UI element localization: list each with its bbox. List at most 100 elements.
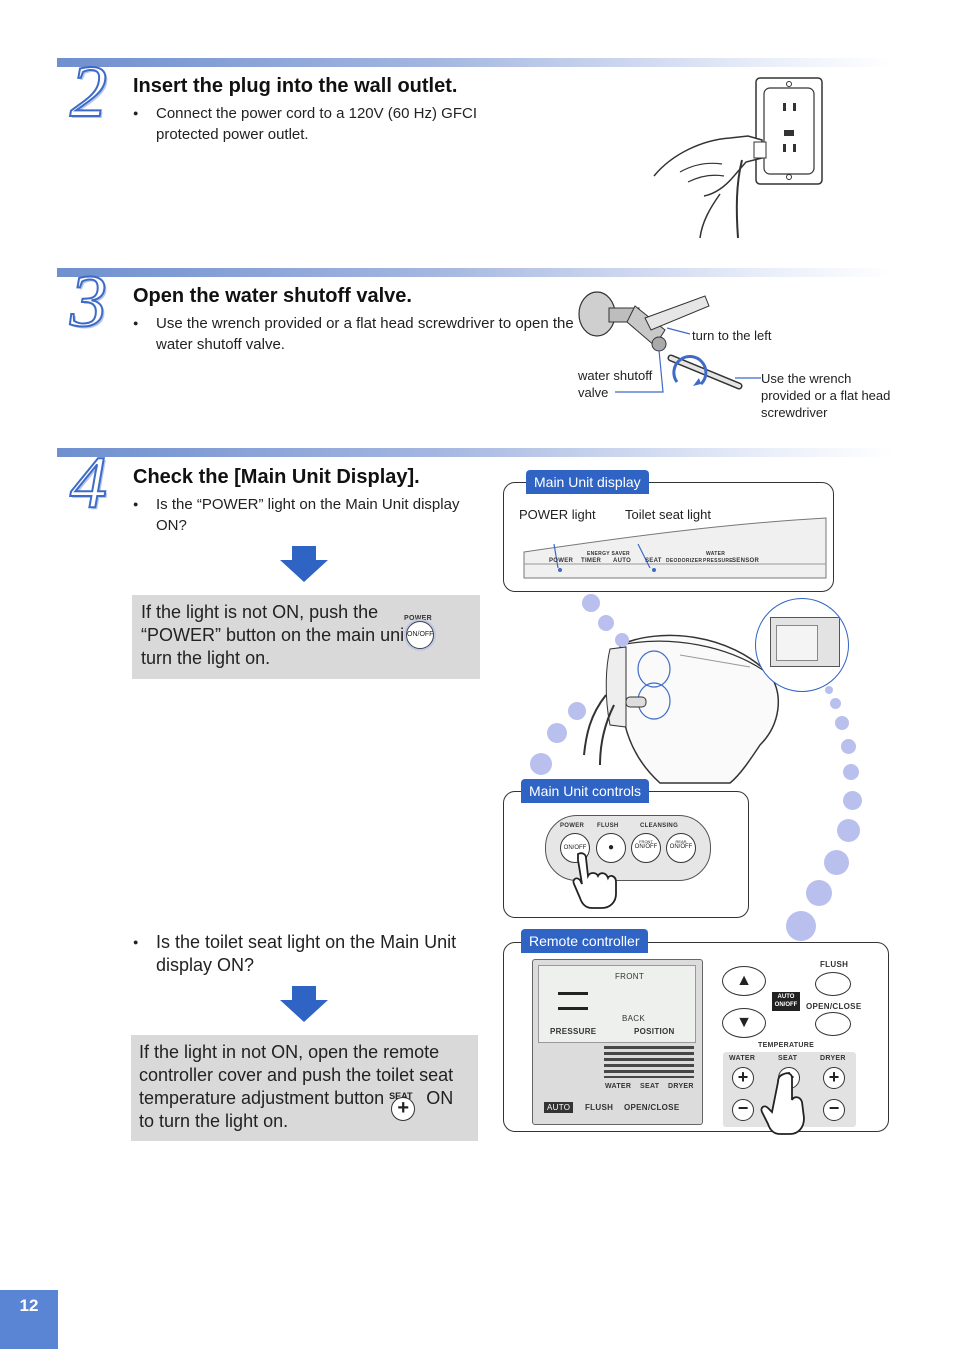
- display-label-power: POWER: [549, 558, 574, 564]
- label-turn-left: turn to the left: [692, 328, 772, 343]
- label-toilet-seat-light: Toilet seat light: [625, 507, 711, 522]
- step2-heading: Insert the plug into the wall outlet.: [133, 75, 458, 97]
- flush-button[interactable]: ●: [596, 833, 626, 863]
- temp-label-dryer: DRYER: [820, 1055, 846, 1062]
- note-seat-text-end: ON to turn the light on.: [139, 1088, 454, 1131]
- front-button-sublabel: FRONT: [639, 839, 653, 844]
- auto-onoff-button[interactable]: AUTO ON/OFF: [772, 992, 800, 1011]
- display-label-pressure: PRESSURE: [703, 558, 733, 564]
- bubble-9: [835, 716, 849, 730]
- temperature-bars: [604, 1046, 694, 1078]
- remote-label-flush: FLUSH: [585, 1103, 614, 1112]
- plus-icon: +: [391, 1097, 416, 1121]
- remote-label-dryer: DRYER: [668, 1083, 694, 1090]
- step4-heading: Check the [Main Unit Display].: [133, 466, 420, 488]
- down-arrow-icon: [280, 546, 328, 582]
- plug-outlet-illustration: [653, 77, 823, 239]
- bubble-10: [841, 739, 856, 754]
- step2-bullet: Connect the power cord to a 120V (60 Hz)…: [133, 103, 536, 145]
- tag-main-unit-controls: Main Unit controls: [521, 779, 650, 803]
- bubble-13: [837, 819, 860, 842]
- label-power-light-suffix: light: [568, 507, 596, 522]
- controls-label-flush: FLUSH: [597, 823, 619, 829]
- bubble-8: [830, 698, 841, 709]
- bubble-4: [568, 702, 586, 720]
- bubble-6: [530, 753, 552, 775]
- bubble-15: [806, 880, 832, 906]
- rear-button-label: ON/OFF: [669, 844, 693, 850]
- step-number-4: 4: [69, 442, 108, 524]
- display-label-energy-saver: ENERGY SAVER: [587, 551, 630, 557]
- controls-label-power: POWER: [560, 823, 585, 829]
- section-divider-step4: [57, 448, 892, 457]
- section-divider-step3: [57, 268, 892, 277]
- dryer-plus-button[interactable]: +: [823, 1067, 845, 1089]
- pointing-hand-icon-2: [760, 1072, 805, 1135]
- pointing-hand-icon: [572, 852, 617, 909]
- remote-label-pressure: PRESSURE: [550, 1027, 597, 1036]
- power-onoff-button-label: ON/OFF: [563, 845, 587, 851]
- note-power-button-label: POWER: [404, 615, 432, 622]
- front-button-label: ON/OFF: [634, 844, 658, 850]
- dryer-minus-button[interactable]: −: [823, 1099, 845, 1121]
- bubble-1: [582, 594, 600, 612]
- front-cleansing-button[interactable]: FRONT ON/OFF: [631, 833, 661, 863]
- controls-label-cleansing: CLEANSING: [640, 823, 679, 829]
- display-label-timer: TIMER: [581, 558, 602, 564]
- label-power-light-name: POWER: [519, 507, 569, 522]
- rear-button-sublabel: REAR: [675, 839, 687, 844]
- remote-zoom-circle: [755, 598, 849, 692]
- bubble-2: [598, 615, 614, 631]
- flush-remote-button[interactable]: [815, 972, 851, 996]
- remote-label-seat: SEAT: [640, 1083, 660, 1090]
- section-divider-step2: [57, 58, 892, 67]
- remote-label-open-close: OPEN/CLOSE: [624, 1103, 680, 1112]
- display-label-seat: SEAT: [645, 558, 662, 564]
- down-arrow-button[interactable]: ▼: [722, 1008, 766, 1038]
- bubble-5: [547, 723, 567, 743]
- bubble-14: [824, 850, 849, 875]
- water-plus-button[interactable]: +: [732, 1067, 754, 1089]
- tag-remote-controller: Remote controller: [521, 929, 648, 953]
- auto-onoff-bottom: ON/OFF: [774, 1002, 798, 1008]
- toilet-illustration: [583, 634, 780, 784]
- display-label-deodorizer: DEODORIZER: [666, 558, 703, 564]
- power-onoff-icon-text: ON/OFF: [407, 631, 434, 638]
- bubble-11: [843, 764, 859, 780]
- label-wrench: Use the wrench provided or a flat head s…: [761, 371, 891, 420]
- rear-cleansing-button[interactable]: REAR ON/OFF: [666, 833, 696, 863]
- note-seat-text: If the light in not ON, open the remote …: [139, 1042, 454, 1108]
- remote-label-water: WATER: [605, 1083, 632, 1090]
- step3-heading: Open the water shutoff valve.: [133, 285, 412, 307]
- down-arrow-icon-2: [280, 986, 328, 1022]
- water-minus-button[interactable]: −: [732, 1099, 754, 1121]
- temperature-label: TEMPERATURE: [758, 1042, 815, 1049]
- note-power-text: If the light is not ON, push the “POWER”…: [141, 602, 430, 668]
- remote-lcd-screen: [538, 965, 696, 1043]
- auto-onoff-top: AUTO: [777, 994, 795, 1000]
- up-arrow-button[interactable]: ▲: [722, 966, 766, 996]
- note-seat-icon-label: SEAT: [389, 1091, 413, 1101]
- step-number-2: 2: [69, 51, 108, 133]
- label-power-light: POWER light: [519, 506, 596, 523]
- bubble-16: [786, 911, 816, 941]
- bubble-12: [843, 791, 862, 810]
- remote-label-front: FRONT: [615, 972, 645, 981]
- display-label-water: WATER: [706, 551, 726, 557]
- note-seat-button: If the light in not ON, open the remote …: [131, 1035, 478, 1141]
- temp-label-seat: SEAT: [778, 1055, 798, 1062]
- power-onoff-icon: ON/OFF: [406, 621, 434, 649]
- bubble-3: [615, 633, 629, 647]
- temp-label-water: WATER: [729, 1055, 756, 1062]
- display-strip-illustration: [523, 517, 827, 579]
- btn-label-open-close: OPEN/CLOSE: [806, 1002, 862, 1011]
- step3-bullet: Use the wrench provided or a flat head s…: [133, 313, 576, 355]
- step-number-3: 3: [69, 261, 108, 343]
- pressure-bars: [558, 992, 588, 1010]
- note-power-button: If the light is not ON, push the “POWER”…: [132, 595, 480, 679]
- remote-label-position: POSITION: [634, 1027, 675, 1036]
- label-water-shutoff-valve: water shutoff valve: [578, 368, 653, 400]
- display-label-sensor: SENSOR: [732, 558, 760, 564]
- open-close-button[interactable]: [815, 1012, 851, 1036]
- btn-label-flush: FLUSH: [820, 960, 849, 969]
